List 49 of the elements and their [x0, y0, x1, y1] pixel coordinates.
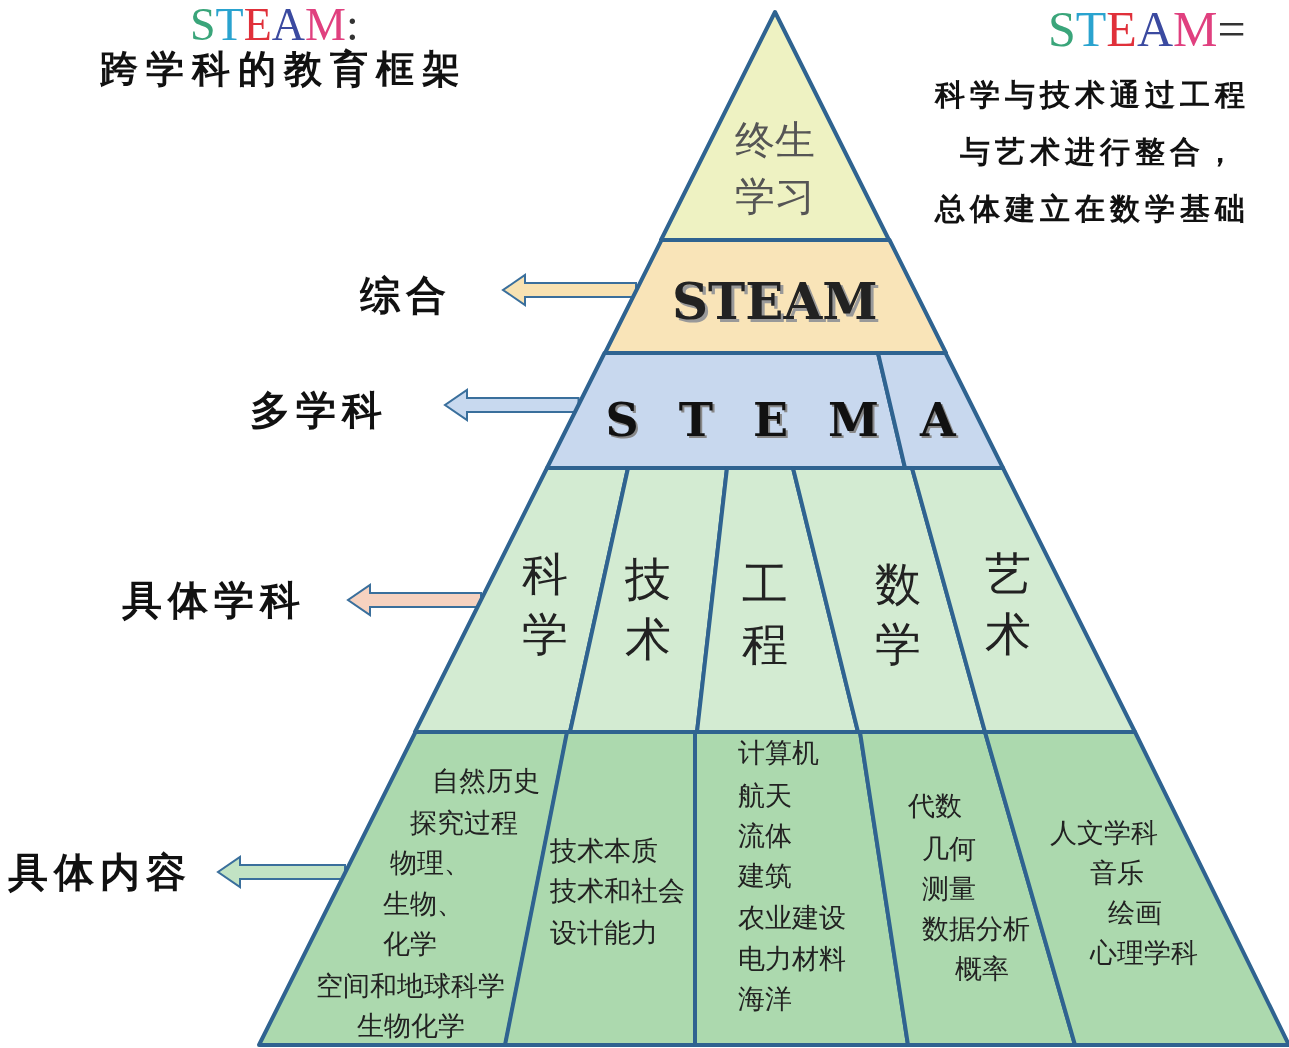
content-item: 计算机 — [738, 738, 819, 766]
content-item: 人文学科 — [1050, 818, 1158, 846]
section-label: STEAM — [672, 277, 878, 327]
formula-heading: STEAM= — [1048, 4, 1246, 54]
block-arrow — [346, 583, 482, 617]
subtitle: 跨学科的教育框架 — [100, 50, 468, 88]
content-item: 海洋 — [738, 984, 792, 1012]
description-line: 总体建立在数学基础 — [935, 194, 1250, 224]
block-arrow — [443, 388, 580, 422]
content-item: 测量 — [922, 874, 976, 902]
description-line: 科学与技术通过工程 — [935, 80, 1250, 110]
content-item: 电力材料 — [738, 944, 846, 972]
content-item: 空间和地球科学 — [316, 971, 505, 999]
content-item: 几何 — [922, 834, 976, 862]
section-label: 工程 — [740, 556, 789, 673]
content-item: 农业建设 — [738, 903, 846, 931]
content-item: 绘画 — [1108, 898, 1162, 926]
block-arrow — [501, 273, 637, 307]
content-item: 心理学科 — [1090, 938, 1198, 966]
level-label: 具体内容 — [8, 852, 218, 892]
title: STEAM: — [190, 2, 359, 48]
section-label: 数学 — [873, 556, 922, 673]
section-label: S T E M — [605, 397, 879, 443]
content-item: 生物化学 — [357, 1011, 465, 1039]
content-item: 化学 — [383, 929, 437, 957]
content-item: 建筑 — [738, 861, 792, 889]
content-item: 流体 — [738, 821, 792, 849]
content-item: 音乐 — [1090, 858, 1144, 886]
level-label: 多学科 — [250, 390, 445, 430]
section-label: 艺术 — [983, 546, 1032, 663]
content-item: 代数 — [908, 791, 962, 819]
content-item: 探究过程 — [410, 808, 518, 836]
section-label: A — [920, 397, 956, 443]
description-line: 与艺术进行整合， — [960, 137, 1240, 167]
content-item: 自然历史 — [432, 766, 540, 794]
content-item: 技术和社会 — [550, 876, 685, 904]
level-label: 具体学科 — [122, 580, 348, 620]
content-item: 技术本质 — [550, 836, 658, 864]
level-label: 综合 — [360, 275, 503, 315]
section-label: 终生学习 — [734, 116, 816, 221]
content-item: 生物、 — [383, 889, 464, 917]
content-item: 物理、 — [390, 848, 471, 876]
content-item: 数据分析 — [922, 914, 1030, 942]
content-item: 概率 — [955, 954, 1009, 982]
section-label: 技术 — [623, 551, 672, 668]
content-item: 航天 — [738, 781, 792, 809]
section-label: 科学 — [520, 546, 569, 663]
block-arrow — [216, 855, 346, 889]
content-item: 设计能力 — [550, 918, 658, 946]
